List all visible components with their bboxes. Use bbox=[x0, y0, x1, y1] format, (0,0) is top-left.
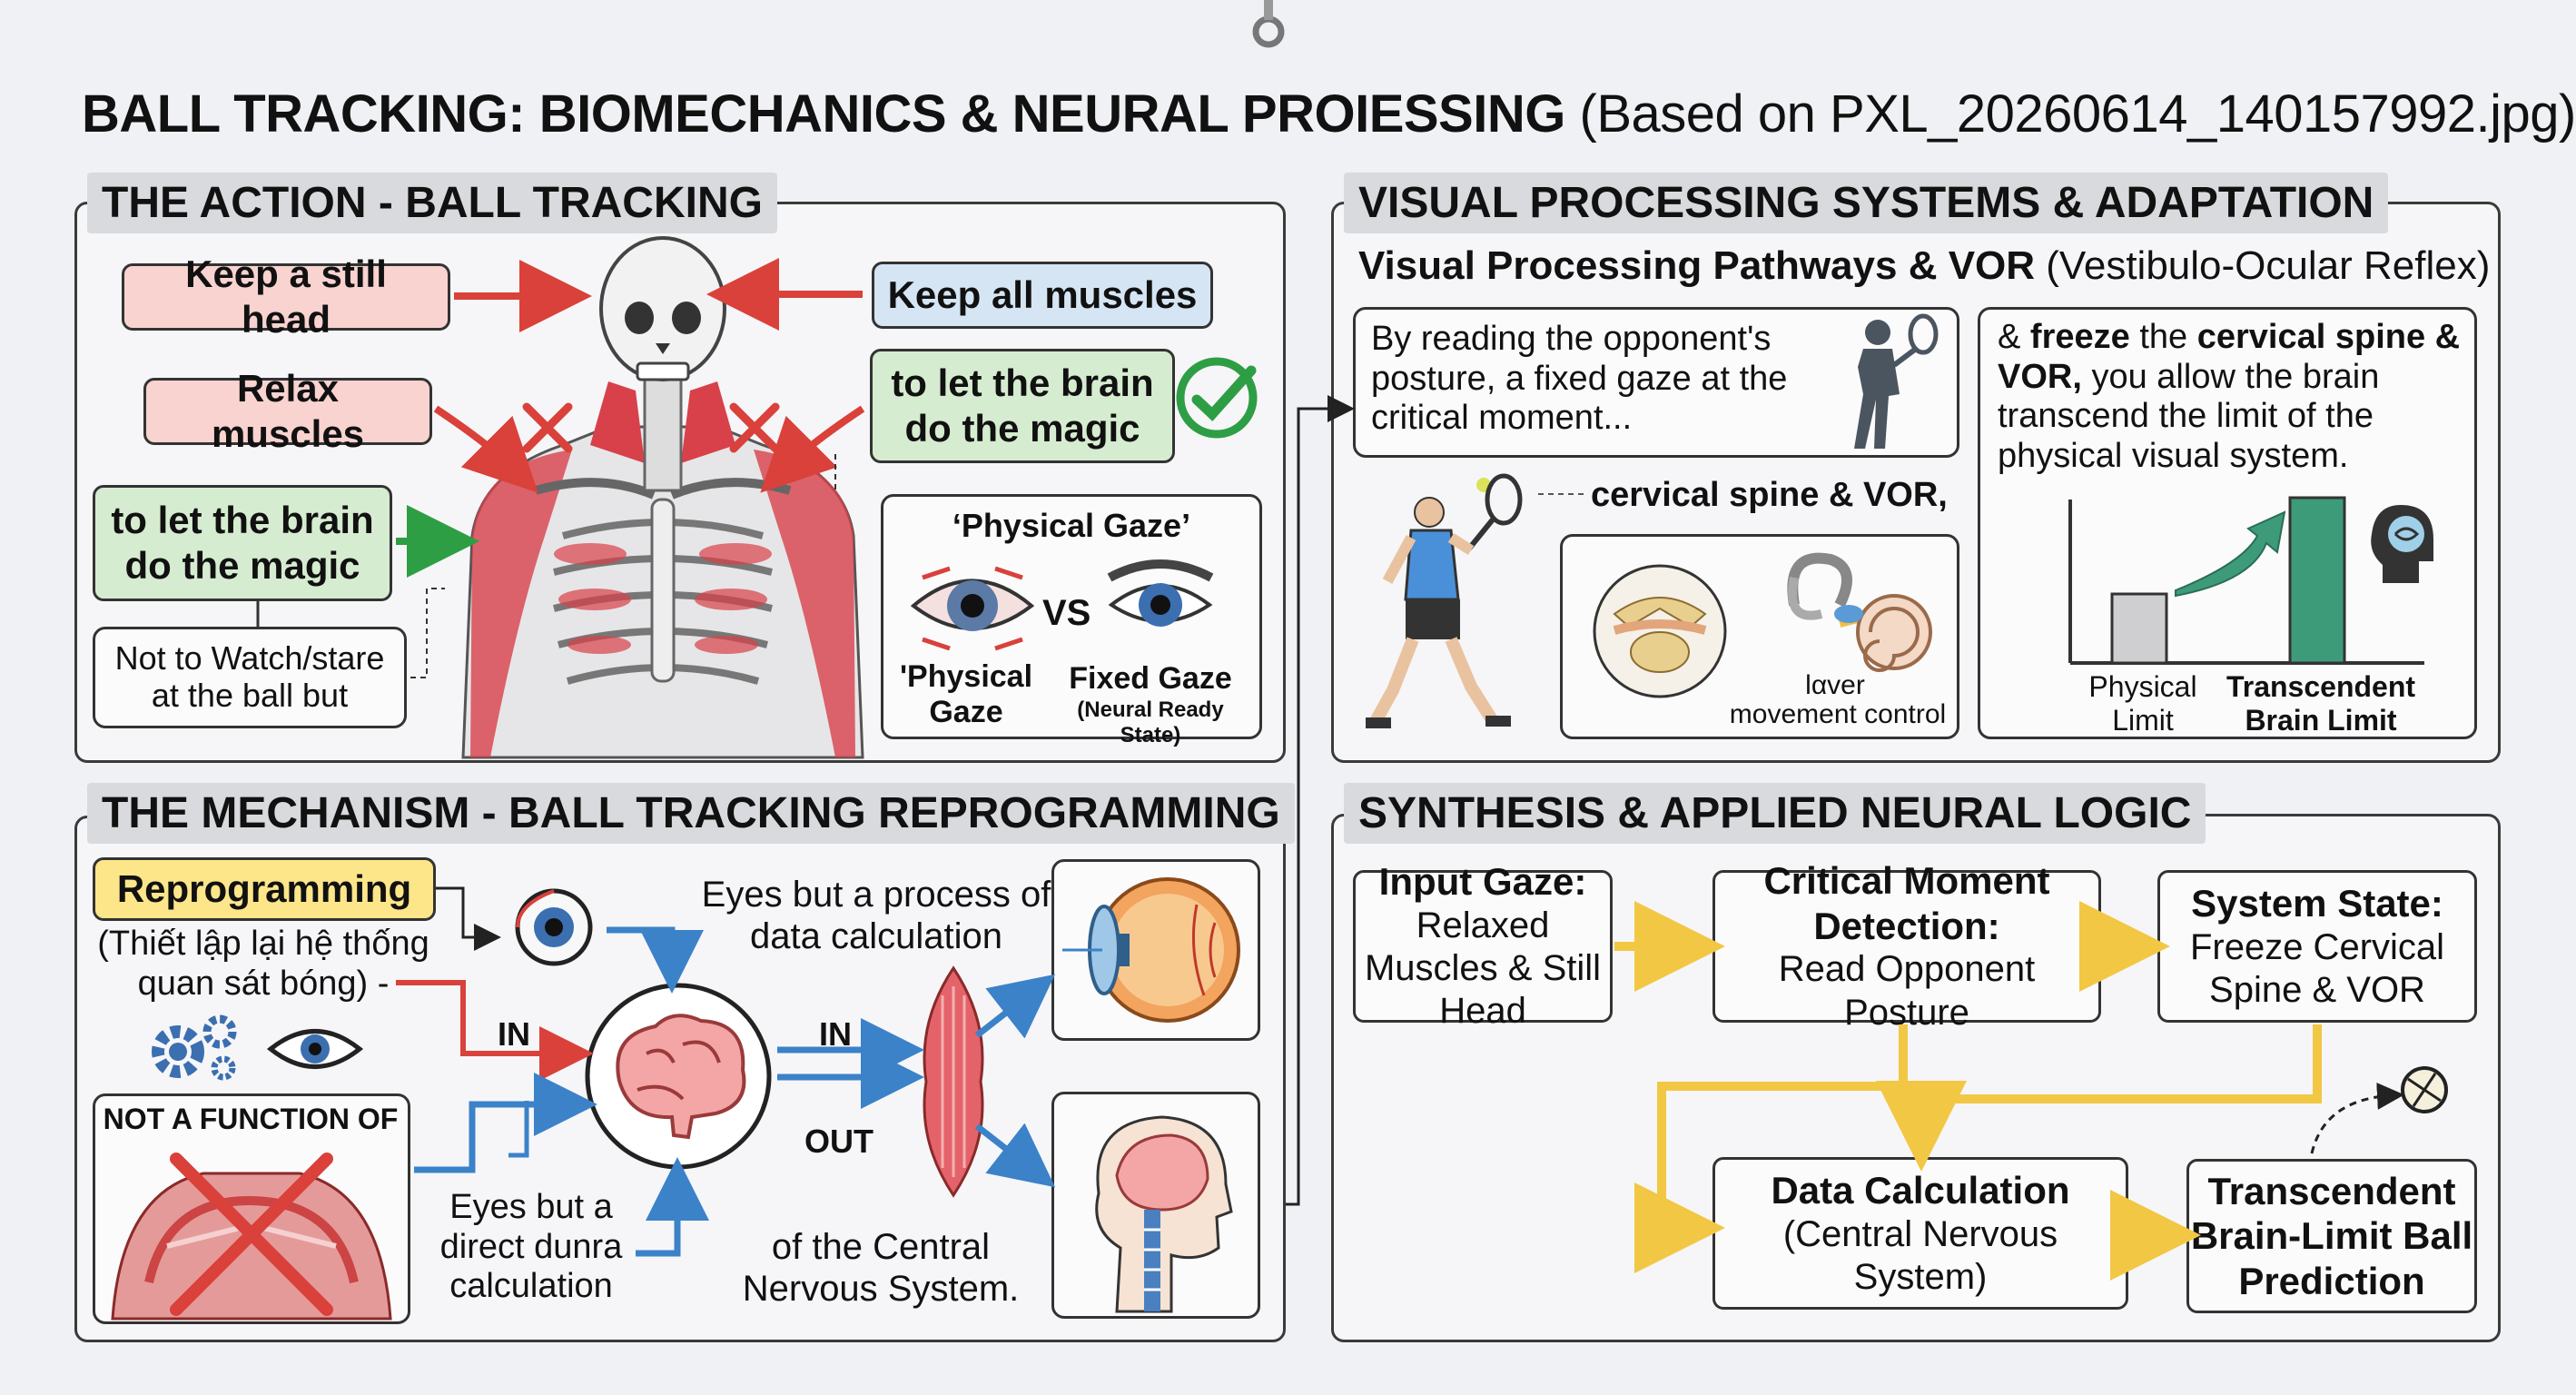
keep-all-muscles-tag: Keep all muscles bbox=[872, 262, 1213, 329]
skeleton-illustration bbox=[427, 236, 899, 759]
relax-muscles-tag: Relax muscles bbox=[143, 367, 432, 455]
cervical-vor-label: cervical spine & VOR, bbox=[1591, 476, 1948, 516]
input-gaze-body: Relaxed Muscles & Still Head bbox=[1364, 905, 1602, 1032]
bar-label-transcend: Transcendent Brain Limit bbox=[2226, 670, 2416, 737]
eye-small-icon bbox=[265, 1017, 365, 1081]
in-label-left: IN bbox=[498, 1015, 530, 1053]
gaze-title: ‘Physical Gaze’ bbox=[952, 507, 1191, 544]
in-label-right: IN bbox=[819, 1015, 852, 1053]
eyes-process-text: Eyes but a process of data calculation bbox=[701, 875, 1051, 956]
title-subtitle: (Based on PXL_20260614_140157992.jpg) bbox=[1579, 84, 2576, 143]
limit-bar-chart bbox=[1989, 481, 2470, 736]
vertebra-icon bbox=[1578, 563, 1742, 699]
head-spine-icon bbox=[1062, 1103, 1253, 1313]
transcend-prediction-label: Transcendent Brain-Limit Ball Prediction bbox=[2190, 1169, 2473, 1302]
muscle-fiber-icon bbox=[917, 965, 990, 1198]
fixed-gaze-eye-icon bbox=[1104, 550, 1217, 641]
movement-control-label: movement control bbox=[1729, 699, 1947, 729]
synthesis-panel-title: SYNTHESIS & APPLIED NEURAL LOGIC bbox=[1344, 783, 2206, 844]
freeze-word: freeze bbox=[2029, 318, 2130, 356]
inner-ear-icon bbox=[1758, 541, 1949, 678]
data-calculation-body: (Central Nervous System) bbox=[1782, 1213, 2058, 1297]
eyeball-anatomy-icon bbox=[1061, 868, 1251, 1032]
action-panel-title: THE ACTION - BALL TRACKING bbox=[87, 173, 777, 233]
physical-gaze-eye-icon bbox=[904, 556, 1041, 656]
freeze-text: & freeze the cervical spine & VOR, you a… bbox=[1998, 318, 2461, 477]
system-state-body: Freeze Cervical Spine & VOR bbox=[2189, 926, 2445, 1010]
large-eye-icon bbox=[499, 886, 608, 968]
freeze-the: the bbox=[2139, 318, 2188, 356]
ball-icon bbox=[2397, 1063, 2452, 1117]
input-gaze-title: Input Gaze: bbox=[1378, 860, 1587, 904]
hanging-hook-icon bbox=[1246, 0, 1291, 54]
visual-subtitle-bold: Visual Processing Pathways & VOR bbox=[1358, 243, 2036, 288]
critical-moment-node: Critical Moment Detection: Read Opponent… bbox=[1712, 859, 2101, 1033]
central-nervous-text: of the Central Nervous System. bbox=[742, 1227, 1020, 1309]
freeze-rest: you allow the brain transcend the limit … bbox=[1998, 357, 2380, 476]
reprogramming-tag: Reprogramming bbox=[93, 857, 436, 921]
physical-gaze-label: 'Physical Gaze bbox=[899, 659, 1033, 730]
brain-circle-icon bbox=[583, 981, 774, 1172]
amp-vor-word: & VOR, bbox=[1828, 476, 1948, 514]
bar-label-physical: Physical Limit bbox=[2088, 670, 2197, 737]
transcend-prediction-node: Transcendent Brain-Limit Ball Prediction bbox=[2186, 1159, 2477, 1313]
out-label: OUT bbox=[804, 1123, 873, 1160]
mechanism-panel-title: THE MECHANISM - BALL TRACKING REPROGRAMM… bbox=[87, 783, 1295, 844]
system-state-node: System State: Freeze Cervical Spine & VO… bbox=[2157, 870, 2477, 1023]
let-brain-tag-right: to let the brain do the magic bbox=[870, 349, 1175, 463]
freeze-amp: & bbox=[1998, 318, 2021, 356]
neural-ready-label: (Neural Ready State) bbox=[1077, 698, 1224, 747]
vs-label: VS bbox=[1042, 593, 1091, 633]
vietnamese-text: (Thiết lập lại hệ thống quan sát bóng) - bbox=[97, 925, 429, 1003]
page-title: BALL TRACKING: BIOMECHANICS & NEURAL PRO… bbox=[82, 84, 2576, 144]
crossed-muscles-icon bbox=[111, 1137, 392, 1321]
data-calculation-node: Data Calculation (Central Nervous System… bbox=[1712, 1157, 2128, 1310]
gears-icon bbox=[145, 1012, 245, 1084]
not-to-watch-box bbox=[93, 627, 407, 728]
eyes-direct-text: Eyes but a direct dunra calculation bbox=[439, 1188, 623, 1306]
input-gaze-node: Input Gaze: Relaxed Muscles & Still Head bbox=[1353, 860, 1613, 1031]
system-state-title: System State: bbox=[2191, 882, 2443, 925]
visual-panel-title: VISUAL PROCESSING SYSTEMS & ADAPTATION bbox=[1344, 173, 2389, 233]
keep-still-head-tag: Keep a still head bbox=[122, 252, 450, 341]
critical-moment-title: Critical Moment Detection: bbox=[1763, 859, 2050, 947]
visual-subtitle: Visual Processing Pathways & VOR (Vestib… bbox=[1358, 243, 2490, 290]
visual-subtitle-rest: (Vestibulo-Ocular Reflex) bbox=[2046, 243, 2491, 288]
freeze-cervical: cervical spine & bbox=[2196, 318, 2461, 356]
critical-moment-body: Read Opponent Posture bbox=[1778, 949, 2036, 1033]
not-function-label: NOT A FUNCTION OF bbox=[103, 1103, 399, 1135]
let-brain-tag-left: to let the brain do the magic bbox=[93, 485, 392, 601]
not-to-watch-text: Not to Watch/stare at the ball but bbox=[114, 639, 385, 715]
lever-label: lαver bbox=[1805, 670, 1865, 700]
tennis-player-illustration bbox=[1357, 472, 1538, 736]
data-calculation-title: Data Calculation bbox=[1771, 1169, 2070, 1212]
fixed-gaze-label: Fixed Gaze bbox=[1069, 661, 1232, 696]
reading-posture-text: By reading the opponent's posture, a fix… bbox=[1371, 320, 1788, 438]
checkmark-icon bbox=[1171, 352, 1262, 443]
brain-head-icon bbox=[2364, 498, 2437, 589]
opponent-player-icon bbox=[1825, 312, 1943, 458]
title-main: BALL TRACKING: BIOMECHANICS & NEURAL PRO… bbox=[82, 84, 1565, 143]
cervical-word: cervical spine bbox=[1591, 476, 1820, 514]
freeze-vor: VOR, bbox=[1998, 357, 2082, 396]
